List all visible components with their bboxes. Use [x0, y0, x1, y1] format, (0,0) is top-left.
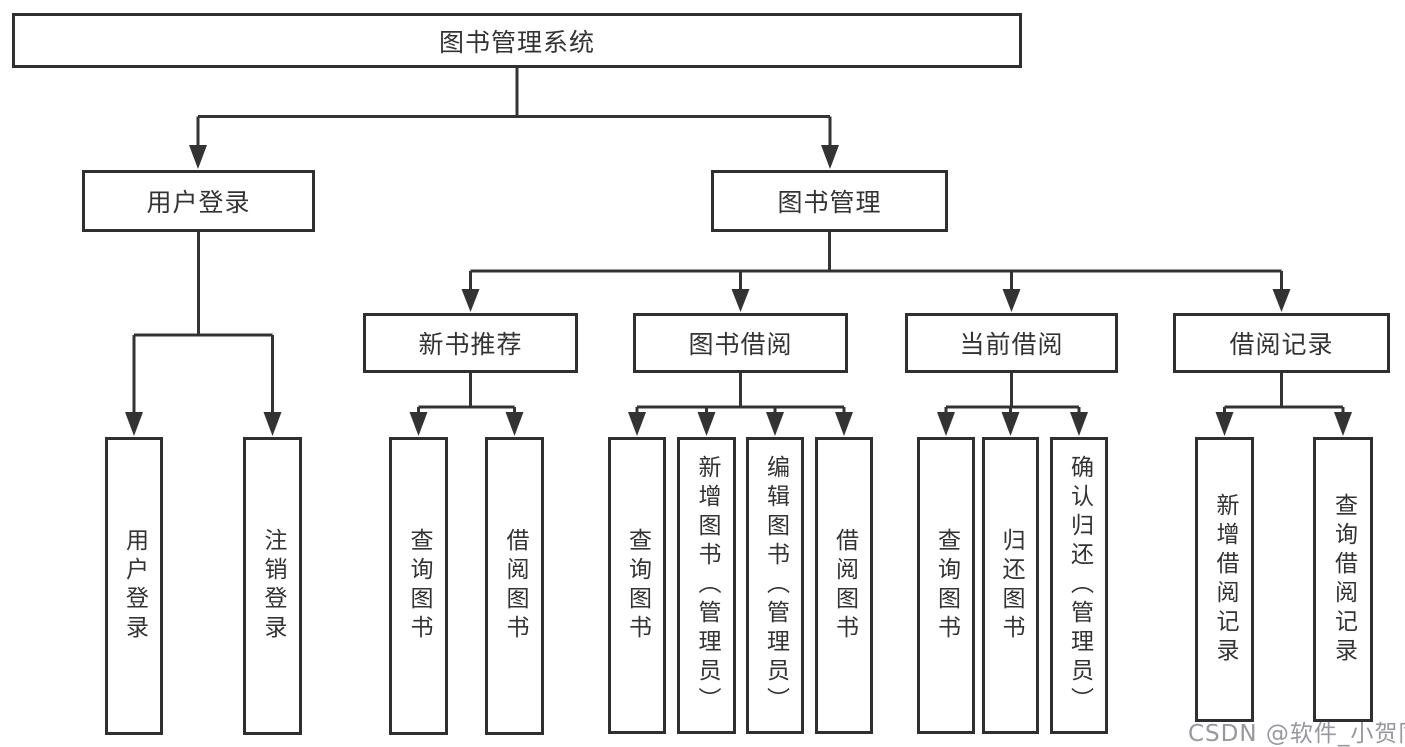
node-current-borrow-label: 当前借阅: [959, 330, 1064, 359]
leaf-query-books-1: 查询图书: [389, 437, 448, 735]
leaf-query-books-2: 查询图书: [608, 437, 666, 734]
leaf-return-books-label: 归还图书: [998, 527, 1024, 644]
node-borrow-records: 借阅记录: [1173, 313, 1390, 373]
node-book-management: 图书管理: [711, 170, 948, 232]
leaf-query-books-2-label: 查询图书: [624, 527, 651, 644]
leaf-return-books: 归还图书: [982, 437, 1039, 734]
leaf-borrow-books-2-label: 借阅图书: [831, 527, 858, 644]
node-root: 图书管理系统: [12, 13, 1022, 68]
node-root-label: 图书管理系统: [438, 27, 595, 57]
node-book-management-label: 图书管理: [777, 188, 882, 217]
leaf-add-books-admin: 新增图书（管理员）: [677, 437, 736, 734]
leaf-query-borrow-record: 查询借阅记录: [1313, 437, 1373, 722]
leaf-borrow-books-1: 借阅图书: [485, 437, 544, 735]
leaf-query-books-3: 查询图书: [917, 437, 975, 734]
leaf-confirm-return-admin-label: 确认归还（管理员）: [1066, 455, 1093, 716]
leaf-edit-books-admin-label: 编辑图书（管理员）: [762, 455, 789, 716]
node-user-login: 用户登录: [82, 170, 315, 232]
leaf-borrow-books-2: 借阅图书: [815, 437, 873, 734]
leaf-add-borrow-record: 新增借阅记录: [1195, 437, 1254, 722]
node-user-login-label: 用户登录: [146, 188, 251, 217]
arrowhead-icons: [125, 145, 1352, 436]
leaf-logout: 注销登录: [243, 437, 302, 735]
node-book-borrow: 图书借阅: [633, 313, 848, 373]
leaf-user-login-label: 用户登录: [121, 528, 148, 644]
node-book-borrow-label: 图书借阅: [688, 330, 793, 359]
node-new-book-recommend: 新书推荐: [363, 313, 578, 373]
node-current-borrow: 当前借阅: [905, 313, 1118, 373]
leaf-confirm-return-admin: 确认归还（管理员）: [1050, 437, 1108, 734]
leaf-borrow-books-1-label: 借阅图书: [502, 528, 528, 644]
leaf-edit-books-admin: 编辑图书（管理员）: [746, 437, 804, 734]
leaf-user-login: 用户登录: [105, 437, 163, 735]
watermark: CSDN @软件_小贺同学: [1188, 721, 1405, 747]
leaf-logout-label: 注销登录: [260, 528, 286, 644]
node-new-book-recommend-label: 新书推荐: [418, 330, 523, 359]
leaf-query-books-3-label: 查询图书: [933, 527, 960, 644]
leaf-query-borrow-record-label: 查询借阅记录: [1330, 492, 1357, 667]
leaf-add-borrow-record-label: 新增借阅记录: [1212, 492, 1238, 667]
leaf-query-books-1-label: 查询图书: [406, 528, 432, 644]
node-borrow-records-label: 借阅记录: [1229, 330, 1334, 359]
leaf-add-books-admin-label: 新增图书（管理员）: [694, 455, 720, 716]
